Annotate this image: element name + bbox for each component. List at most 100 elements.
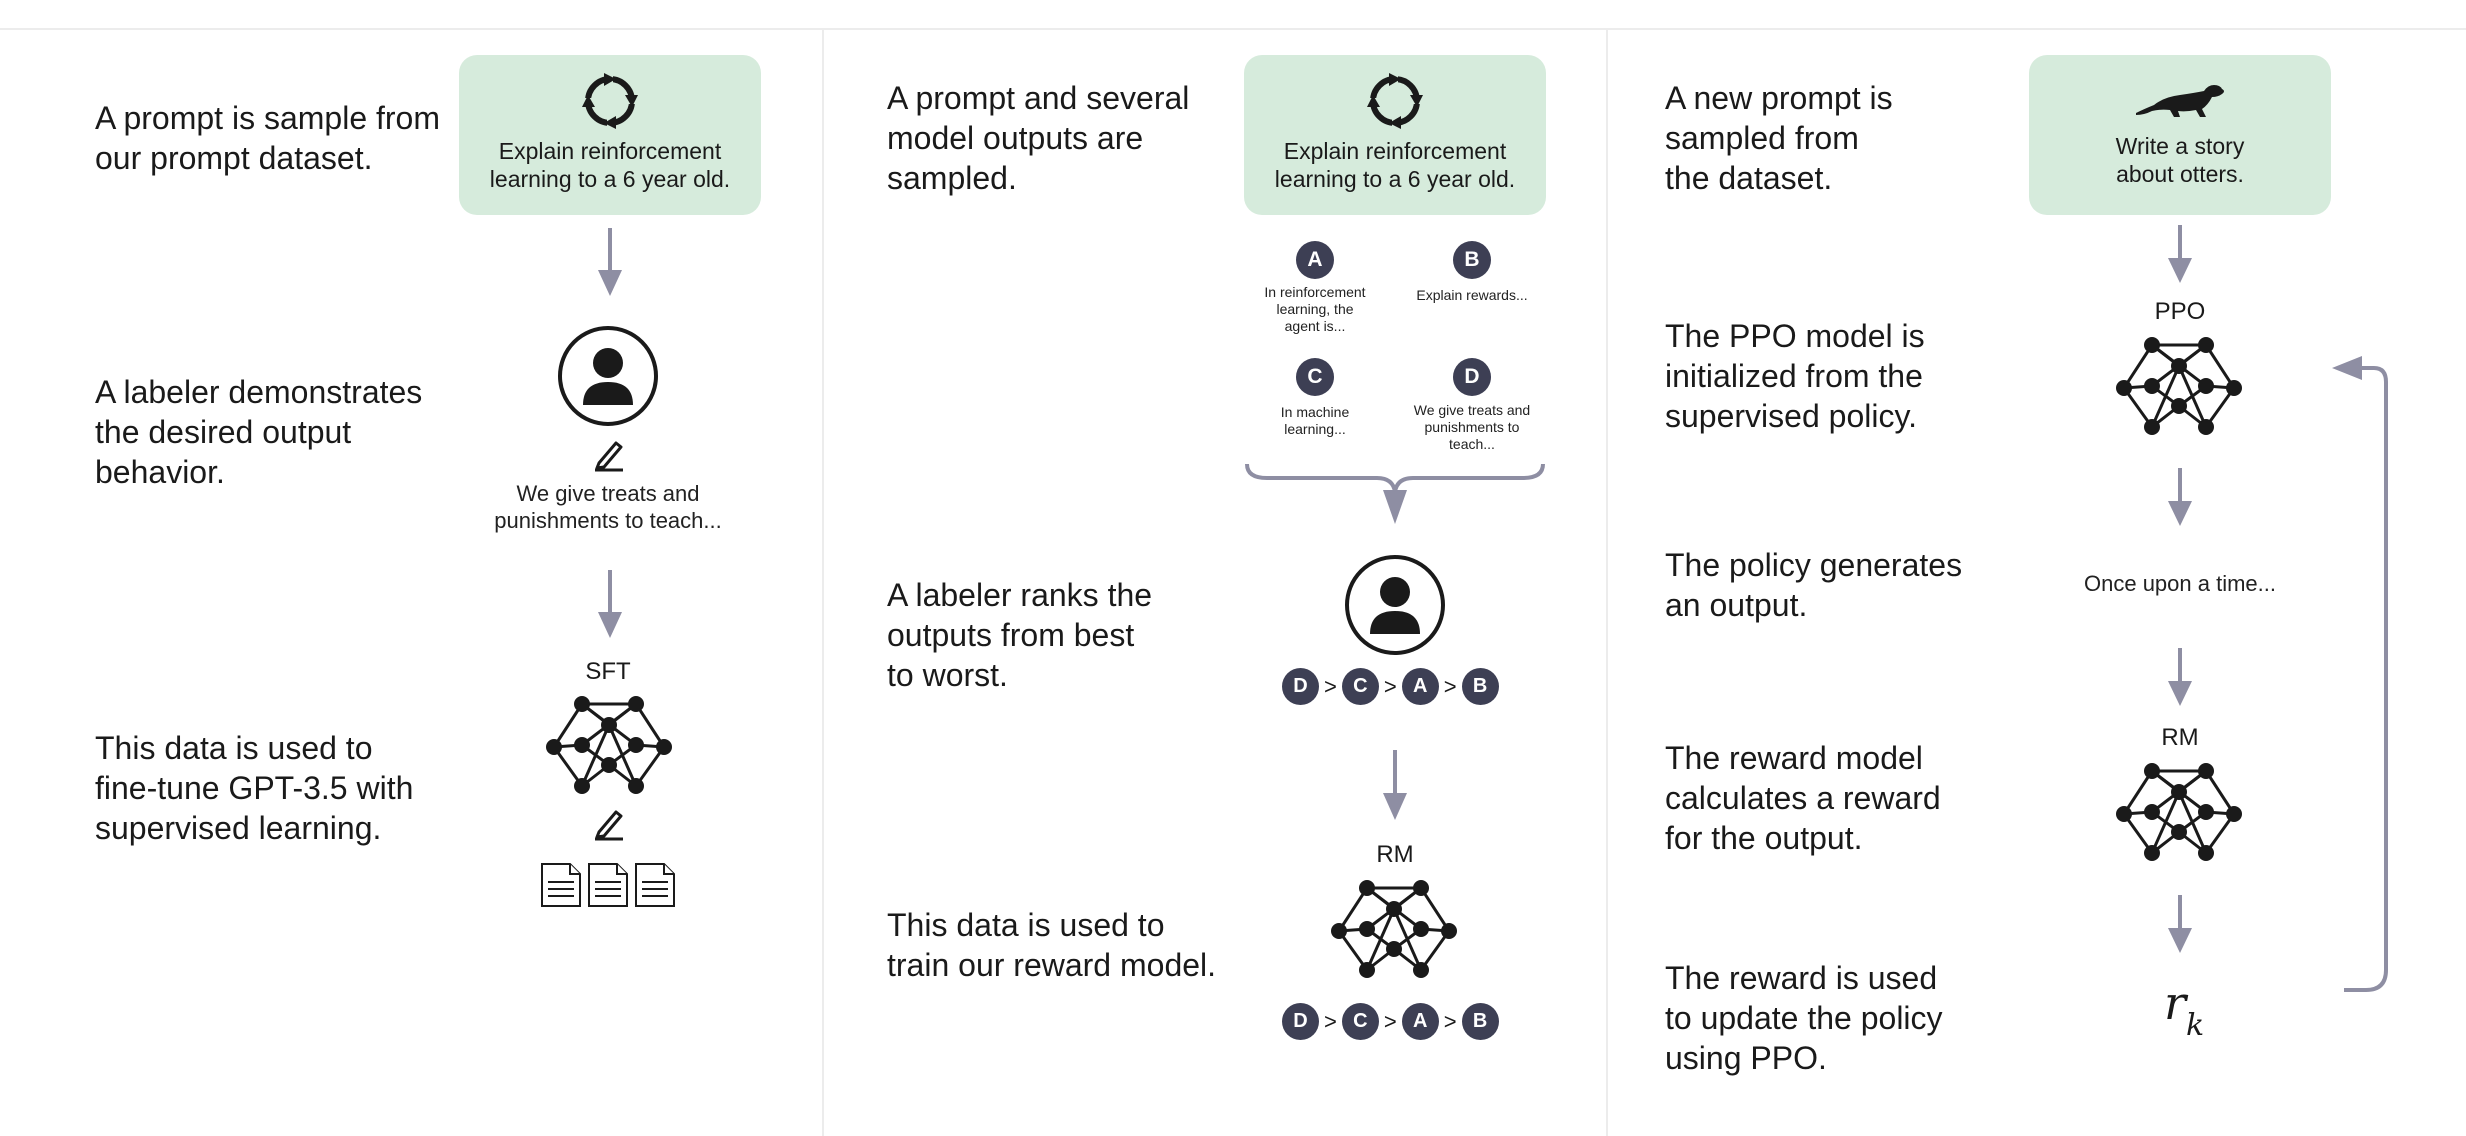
step3-output-text: Once upon a time... [2084, 571, 2276, 596]
output-b-badge: B [1453, 241, 1491, 279]
step2-desc-sample: A prompt and several model outputs are s… [887, 80, 1190, 196]
output-b-text: Explain rewards... [1416, 287, 1528, 303]
network-node [628, 737, 644, 753]
step3-desc-reward-calc: The reward model calculates a reward for… [1665, 740, 1941, 856]
cycle-icon [1367, 73, 1423, 129]
step3-ppo-label: PPO [2154, 298, 2206, 325]
network-node [574, 737, 590, 753]
network-node [2198, 378, 2214, 394]
rank-badge: B [1461, 668, 1499, 705]
top-divider [0, 28, 2466, 30]
output-c-text: In machine learning... [1280, 404, 1350, 437]
step1-prompt-box: Explain reinforcement learning to a 6 ye… [459, 55, 761, 215]
network-node [2171, 824, 2187, 840]
network-node [656, 739, 672, 755]
network-node [2144, 845, 2160, 861]
neural-network-icon [2116, 337, 2242, 435]
ranking-row-2: D > C > A > B [1282, 1003, 1499, 1040]
neural-network-icon [2116, 763, 2242, 861]
labeler-icon [1345, 555, 1445, 655]
output-c-badge: C [1296, 358, 1334, 396]
step2-desc-rank: A labeler ranks the outputs from best to… [887, 577, 1153, 693]
step3-prompt-box: Write a story about otters. [2029, 55, 2331, 215]
cycle-icon [582, 73, 638, 129]
step3-rm-label: RM [2161, 724, 2199, 751]
otter-icon [2136, 85, 2224, 117]
network-node [546, 739, 562, 755]
arrow-down-icon [2168, 468, 2192, 526]
network-node [1359, 880, 1375, 896]
network-node [1359, 962, 1375, 978]
step3-desc-ppo-init: The PPO model is initialized from the su… [1665, 318, 1925, 434]
network-node [628, 778, 644, 794]
output-d-badge: D [1453, 358, 1491, 396]
network-node [1386, 901, 1402, 917]
network-node [574, 778, 590, 794]
network-node [2198, 845, 2214, 861]
step1-desc-finetune: This data is used to fine-tune GPT-3.5 w… [95, 730, 414, 846]
step1-desc-prompt: A prompt is sample from our prompt datas… [95, 100, 440, 176]
network-node [2144, 763, 2160, 779]
rank-badge: D [1282, 1003, 1319, 1040]
network-node [1413, 962, 1429, 978]
rank-gt: > [1443, 1008, 1457, 1034]
step1-prompt-text: Explain reinforcement learning to a 6 ye… [489, 138, 731, 192]
step3-prompt-text: Write a story about otters. [2115, 133, 2245, 187]
step1-desc-demo: A labeler demonstrates the desired outpu… [95, 374, 423, 490]
network-node [2116, 380, 2132, 396]
network-node [2198, 763, 2214, 779]
network-node [2226, 380, 2242, 396]
ranking-row-1: D > C > A > B [1282, 668, 1499, 705]
network-node [2171, 358, 2187, 374]
step2-model-label: RM [1376, 841, 1414, 868]
network-node [2198, 804, 2214, 820]
network-node [1359, 921, 1375, 937]
rank-gt: > [1443, 673, 1457, 699]
arrow-down-icon [598, 570, 622, 638]
rank-gt: > [1324, 673, 1337, 699]
network-node [2116, 806, 2132, 822]
rank-gt: > [1383, 673, 1397, 699]
network-node [601, 717, 617, 733]
arrow-down-icon [2168, 648, 2192, 706]
step1-model-label: SFT [585, 658, 631, 685]
step2-prompt-box: Explain reinforcement learning to a 6 ye… [1244, 55, 1546, 215]
network-node [2171, 784, 2187, 800]
labeler-icon [558, 326, 658, 426]
pencil-icon [595, 441, 623, 472]
network-node [2144, 378, 2160, 394]
arrow-down-icon [2168, 895, 2192, 953]
network-node [2144, 804, 2160, 820]
reward-symbol: rk [2164, 976, 2204, 1043]
reward-r: r [2164, 976, 2186, 1030]
network-node [574, 696, 590, 712]
rank-gt: > [1383, 1008, 1397, 1034]
column-divider-1 [822, 28, 824, 1136]
document-stack [541, 863, 675, 907]
output-a-badge: A [1296, 241, 1334, 279]
network-node [2226, 806, 2242, 822]
network-node [628, 696, 644, 712]
rank-badge: B [1461, 1003, 1499, 1040]
rank-badge: D [1282, 668, 1319, 705]
rank-badge: A [1401, 668, 1439, 705]
loop-arrow-icon [2332, 356, 2388, 992]
rank-badge: A [1401, 1003, 1439, 1040]
pencil-icon [595, 810, 623, 841]
neural-network-icon [1331, 880, 1457, 978]
brace-icon [1245, 463, 1545, 524]
network-node [1331, 923, 1347, 939]
network-node [2171, 398, 2187, 414]
network-node [601, 757, 617, 773]
reward-subscript: k [2186, 1008, 2205, 1044]
arrow-down-icon [598, 228, 622, 296]
network-node [2144, 419, 2160, 435]
arrow-down-icon [1383, 750, 1407, 820]
output-d-text: We give treats and punishments to teach.… [1413, 402, 1531, 452]
rank-badge: C [1341, 668, 1379, 705]
step2-desc-train: This data is used to train our reward mo… [887, 907, 1217, 983]
network-node [1386, 941, 1402, 957]
arrow-down-icon [2168, 225, 2192, 283]
step1-demo-text: We give treats and punishments to teach.… [494, 481, 722, 533]
network-node [2198, 337, 2214, 353]
